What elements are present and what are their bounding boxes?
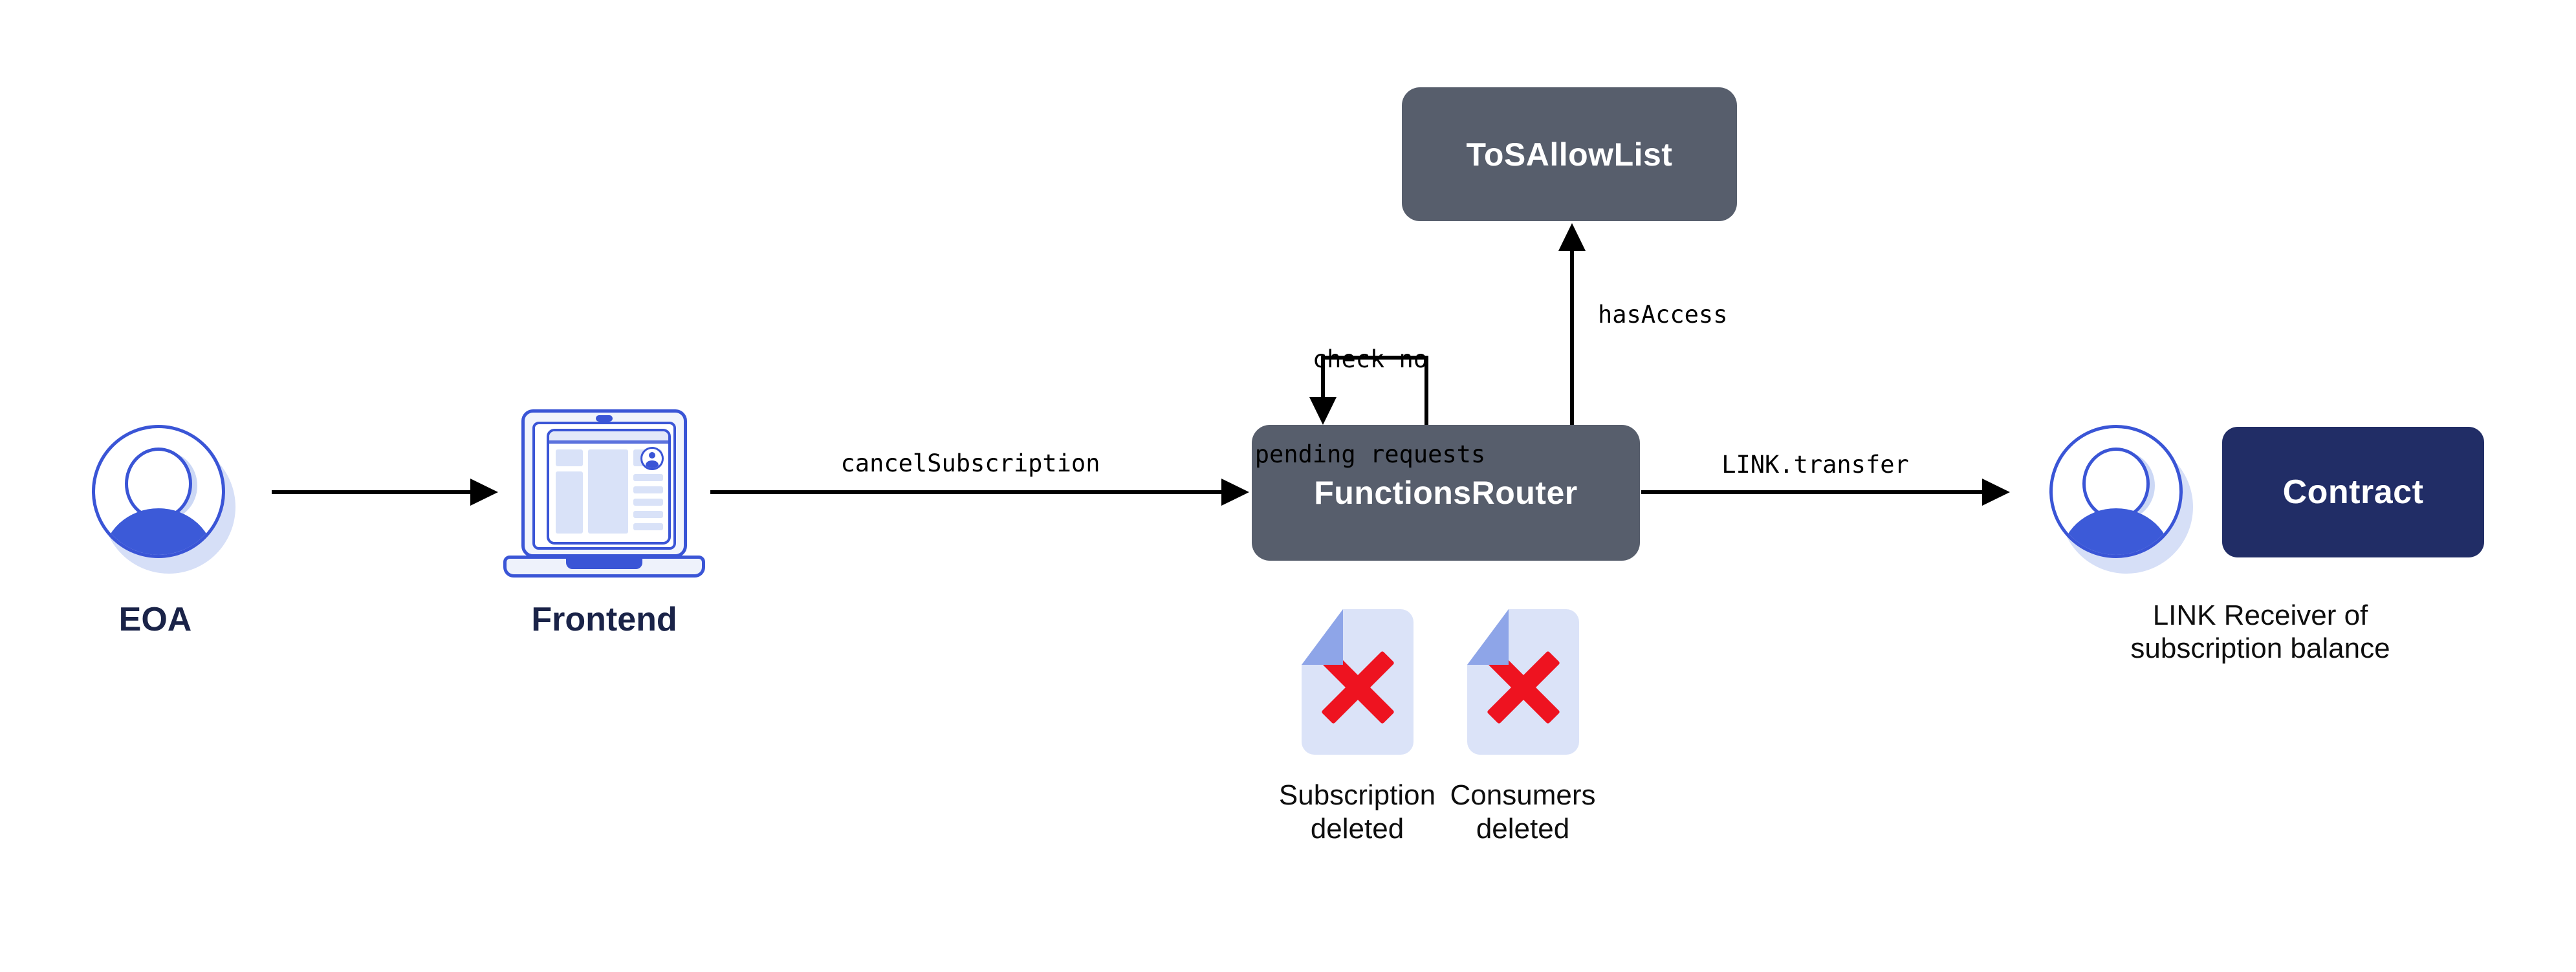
self-loop-right-leg bbox=[1424, 356, 1428, 425]
browser-strip bbox=[633, 499, 663, 506]
avatar-head bbox=[649, 452, 655, 459]
arrow-cancel-subscription bbox=[710, 490, 1221, 494]
link-transfer-label: LINK.transfer bbox=[1721, 451, 1909, 479]
consumers-deleted-line2: deleted bbox=[1476, 813, 1570, 845]
self-loop-left-leg bbox=[1321, 356, 1325, 398]
eoa-label: EOA bbox=[118, 601, 192, 638]
browser-strip bbox=[633, 511, 663, 518]
avatar-body bbox=[646, 460, 659, 468]
consumers-deleted-line1: Consumers bbox=[1450, 779, 1596, 811]
self-loop-arrowhead bbox=[1309, 397, 1337, 425]
laptop-browser-window bbox=[547, 429, 671, 545]
consumers-deleted-label: Consumers deleted bbox=[1426, 779, 1620, 846]
laptop-notch bbox=[566, 559, 642, 569]
functions-router-node: FunctionsRouter bbox=[1252, 425, 1640, 561]
has-access-label: hasAccess bbox=[1598, 301, 1728, 329]
cancel-subscription-label: cancelSubscription bbox=[840, 449, 1100, 477]
tos-allow-list-node: ToSAllowList bbox=[1402, 87, 1737, 221]
link-receiver-user-icon bbox=[2049, 425, 2193, 574]
arrowhead-cancel-subscription bbox=[1221, 479, 1249, 506]
browser-block bbox=[588, 449, 628, 534]
browser-strip bbox=[633, 474, 663, 481]
frontend-label: Frontend bbox=[531, 601, 677, 638]
document-deleted-icon bbox=[1302, 609, 1414, 755]
browser-strip bbox=[633, 486, 663, 493]
arrowhead-has-access bbox=[1558, 223, 1586, 251]
browser-block bbox=[556, 471, 583, 534]
link-receiver-caption-line1: LINK Receiver of bbox=[2152, 599, 2368, 631]
arrow-has-access bbox=[1570, 250, 1574, 425]
user-icon-body bbox=[2060, 508, 2172, 555]
user-icon-body bbox=[103, 508, 214, 555]
browser-block bbox=[556, 449, 583, 466]
arrowhead-eoa-frontend bbox=[470, 479, 498, 506]
subscription-deleted-label: Subscription deleted bbox=[1260, 779, 1454, 846]
user-icon-circle bbox=[92, 425, 225, 558]
check-pending-line2: pending requests bbox=[1254, 440, 1486, 468]
link-receiver-caption: LINK Receiver of subscription balance bbox=[2099, 599, 2422, 665]
document-deleted-icon bbox=[1467, 609, 1579, 755]
browser-toolbar bbox=[549, 431, 668, 444]
arrow-eoa-frontend bbox=[272, 490, 471, 494]
link-receiver-caption-line2: subscription balance bbox=[2130, 632, 2390, 664]
laptop-base bbox=[503, 556, 705, 578]
document-fold-flap bbox=[1467, 609, 1509, 665]
check-pending-label: check no pending requests bbox=[1234, 280, 1506, 534]
arrowhead-link-transfer bbox=[1982, 479, 2010, 506]
laptop-icon bbox=[503, 409, 705, 578]
subscription-deleted-line2: deleted bbox=[1310, 813, 1404, 845]
self-loop-top bbox=[1321, 356, 1428, 360]
eoa-user-icon bbox=[92, 425, 235, 574]
document-fold-flap bbox=[1302, 609, 1343, 665]
user-icon-circle bbox=[2049, 425, 2183, 558]
laptop-camera-dot bbox=[596, 415, 613, 422]
subscription-deleted-line1: Subscription bbox=[1278, 779, 1436, 811]
browser-avatar-icon bbox=[640, 447, 664, 470]
check-pending-line1: check no bbox=[1312, 345, 1428, 373]
contract-node: Contract bbox=[2222, 427, 2484, 557]
arrow-link-transfer bbox=[1641, 490, 1983, 494]
browser-strip bbox=[633, 523, 663, 530]
